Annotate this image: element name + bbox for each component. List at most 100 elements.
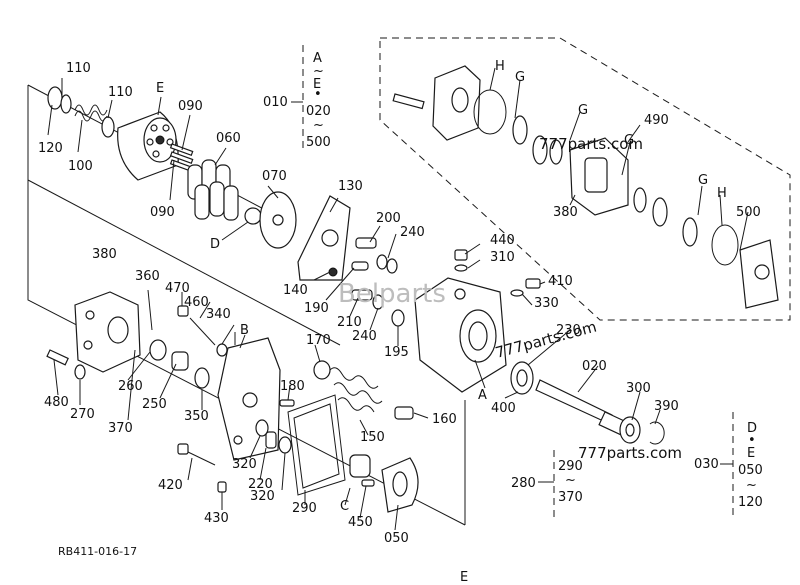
part-label: 220 bbox=[248, 477, 273, 492]
part-label: E bbox=[156, 81, 164, 96]
watermark-3: 777parts.com bbox=[578, 444, 682, 462]
bolt-470 bbox=[177, 305, 189, 317]
oring-320b bbox=[278, 436, 292, 454]
part-label: 380 bbox=[92, 247, 117, 262]
washer-110b bbox=[101, 116, 115, 138]
part-label: A bbox=[478, 388, 487, 403]
part-label: D bbox=[210, 237, 220, 252]
washer-270 bbox=[74, 364, 86, 380]
bushing-c bbox=[349, 454, 371, 478]
part-label: 100 bbox=[68, 159, 93, 174]
seal-300 bbox=[619, 416, 641, 444]
plug-170 bbox=[313, 360, 331, 380]
group-280-v2: 370 bbox=[558, 490, 583, 505]
part-label: 090 bbox=[150, 205, 175, 220]
group-010-tilde2: ~ bbox=[313, 118, 324, 133]
main-housing-a bbox=[414, 277, 507, 393]
part-label: 050 bbox=[384, 531, 409, 546]
group-010: 010 A ~ E • 020 ~ 500 bbox=[263, 51, 331, 150]
part-label: 500 bbox=[736, 205, 761, 220]
part-label: B bbox=[240, 323, 249, 338]
part-label: 210 bbox=[337, 315, 362, 330]
ring-240a bbox=[376, 254, 398, 274]
gear-pump-upper bbox=[432, 65, 481, 141]
part-label: 110 bbox=[66, 61, 91, 76]
group-030: 030 D • E 050 ~ 120 bbox=[694, 421, 763, 510]
part-label: 240 bbox=[352, 329, 377, 344]
spring-100 bbox=[74, 104, 108, 122]
group-010-dot: • bbox=[314, 87, 322, 102]
part-label: 170 bbox=[306, 333, 331, 348]
diagram-code: RB411-016-17 bbox=[58, 545, 137, 558]
valve-220 bbox=[265, 431, 277, 449]
nut-340 bbox=[216, 343, 228, 357]
ring-195 bbox=[391, 309, 405, 327]
plate-070 bbox=[259, 191, 297, 249]
watermark-1: 777parts.com bbox=[539, 135, 643, 153]
part-label: 330 bbox=[534, 296, 559, 311]
part-label: 240 bbox=[400, 225, 425, 240]
part-label: 480 bbox=[44, 395, 69, 410]
gear-set-upper bbox=[512, 115, 563, 165]
group-030-top: D bbox=[747, 421, 757, 436]
part-label: 310 bbox=[490, 250, 515, 265]
part-label: 320 bbox=[232, 457, 257, 472]
group-010-top: A bbox=[313, 51, 322, 66]
group-280-tilde: ~ bbox=[565, 473, 576, 488]
part-label: 290 bbox=[292, 501, 317, 516]
part-label: 260 bbox=[118, 379, 143, 394]
part-label: H bbox=[717, 186, 727, 201]
spring-150 bbox=[329, 367, 383, 413]
housing-380-upper bbox=[569, 137, 629, 216]
coupling-250 bbox=[171, 351, 189, 371]
part-label: 460 bbox=[184, 295, 209, 310]
group-010-tilde1: ~ bbox=[313, 64, 324, 79]
part-label: 470 bbox=[165, 281, 190, 296]
part-label: 090 bbox=[178, 99, 203, 114]
bearing-400 bbox=[510, 361, 534, 395]
part-labels: 110110120100E090090060070D13020024014019… bbox=[38, 59, 761, 546]
part-label: 020 bbox=[582, 359, 607, 374]
gasket-290 bbox=[287, 394, 346, 496]
group-030-v1: 050 bbox=[738, 463, 763, 478]
part-label: 370 bbox=[108, 421, 133, 436]
part-label: 350 bbox=[184, 409, 209, 424]
bolt-200 bbox=[355, 237, 377, 249]
part-label: 190 bbox=[304, 301, 329, 316]
part-label: 270 bbox=[70, 407, 95, 422]
pistons-060 bbox=[187, 159, 239, 221]
group-030-mid: E bbox=[747, 446, 755, 461]
group-280: 280 290 ~ 370 bbox=[511, 459, 583, 505]
bolt-480 bbox=[46, 349, 69, 366]
group-010-v1: 020 bbox=[306, 104, 331, 119]
group-010-v2: 500 bbox=[306, 135, 331, 150]
collar-260 bbox=[149, 339, 167, 361]
group-010-mid: E bbox=[313, 77, 321, 92]
bolt-420 bbox=[177, 443, 216, 466]
part-label: 320 bbox=[250, 489, 275, 504]
part-label: 420 bbox=[158, 478, 183, 493]
part-label: G bbox=[698, 173, 708, 188]
part-label: 150 bbox=[360, 430, 385, 445]
part-label: 450 bbox=[348, 515, 373, 530]
part-label: 390 bbox=[654, 399, 679, 414]
bolt-upper bbox=[392, 93, 425, 110]
part-label: 130 bbox=[338, 179, 363, 194]
watermark-4: Belparts bbox=[338, 279, 446, 309]
group-010-bracket bbox=[291, 45, 304, 148]
part-label: 360 bbox=[135, 269, 160, 284]
stud-460 bbox=[189, 317, 216, 346]
part-label: 400 bbox=[491, 401, 516, 416]
end-plate-500 bbox=[739, 239, 779, 309]
oring-h-lower bbox=[711, 224, 739, 266]
part-label: 060 bbox=[216, 131, 241, 146]
part-label: 110 bbox=[108, 85, 133, 100]
pin-450 bbox=[361, 479, 375, 487]
part-label: 300 bbox=[626, 381, 651, 396]
oring-330 bbox=[510, 289, 524, 297]
part-label: C bbox=[340, 499, 349, 514]
part-label: 200 bbox=[376, 211, 401, 226]
group-010-code: 010 bbox=[263, 95, 288, 110]
